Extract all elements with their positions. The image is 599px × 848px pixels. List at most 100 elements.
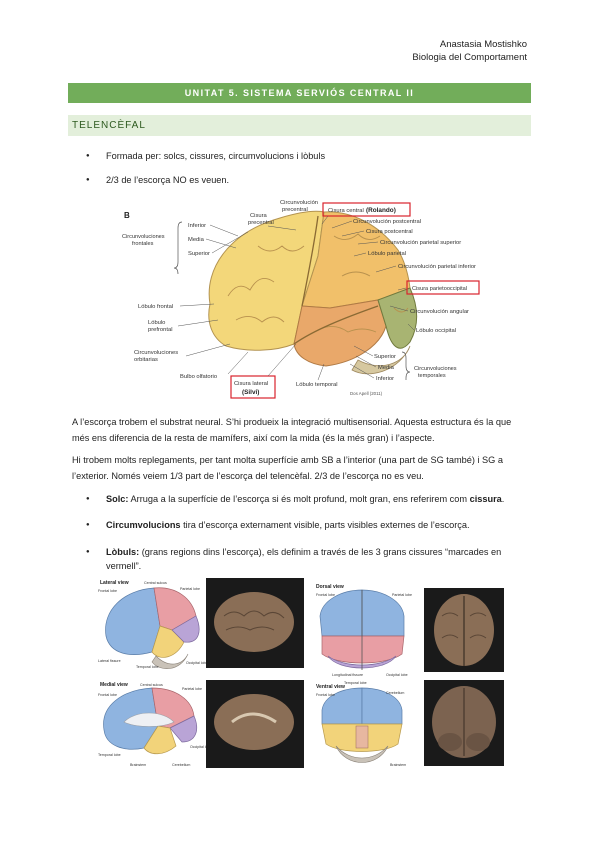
right-item-inferior: Inferior xyxy=(376,376,394,382)
panel-ventral-title: Ventral view xyxy=(316,684,345,690)
detail-bullet-list: Solc: Arruga a la superfície de l’escorç… xyxy=(86,493,526,573)
lat-label-central: Central sulcus xyxy=(144,581,167,585)
unit-banner: UNITAT 5. SISTEMA SERVIÓS CENTRAL II xyxy=(68,83,531,103)
lat-label-lateral: Lateral fissure xyxy=(98,659,121,663)
med-label-central: Central sulcus xyxy=(140,683,163,687)
figure-credit: Dos Apell (2011) xyxy=(350,391,383,396)
paragraph-2: Hi trobem molts replegaments, per tant m… xyxy=(72,455,503,481)
dor-label-occipital: Occipital lobe xyxy=(386,673,408,677)
left-group-label-2: frontales xyxy=(132,241,154,247)
left-item-media: Media xyxy=(188,237,205,243)
label-parietal-inferior: Circunvolución parietal inferior xyxy=(398,264,476,270)
label-parietal-superior: Circunvolución parietal superior xyxy=(380,240,461,246)
label-temporal-lobe: Lóbulo temporal xyxy=(296,382,338,388)
med-label-frontal: Frontal lobe xyxy=(98,693,117,697)
ventral-view-diagram xyxy=(321,687,403,763)
med-label-occipital: Occipital lobe xyxy=(190,745,212,749)
label-parietal-lobe: Lóbulo parietal xyxy=(368,251,406,257)
ven-label-cerebellum: Cerebellum xyxy=(386,691,404,695)
dorsal-view-diagram xyxy=(319,589,405,670)
panel-medial-title: Medial view xyxy=(100,682,128,688)
dor-label-frontal: Frontal lobe xyxy=(316,593,335,597)
photo-medial-brain xyxy=(214,694,294,750)
list-item: Solc: Arruga a la superfície de l’escorç… xyxy=(86,493,526,506)
list-item: Lòbuls: (grans regions dins l’escorça), … xyxy=(86,545,526,573)
med-label-brainstem: Brainstem xyxy=(130,763,146,767)
label-postcentral-circ: Circunvolución postcentral xyxy=(353,219,421,225)
lat-label-occipital: Occipital lobe xyxy=(186,661,208,665)
lat-label-temporal: Temporal lobe xyxy=(136,665,159,669)
right-group-label-2: temporales xyxy=(418,373,446,379)
label-frontal-lobe: Lóbulo frontal xyxy=(138,304,173,310)
label-precentral-cisura-1: Cisura xyxy=(250,213,268,219)
medial-view-diagram xyxy=(103,687,197,755)
text-lobuls: (grans regions dins l’escorça), els defi… xyxy=(106,547,502,571)
term-cissura: cissura xyxy=(469,494,502,504)
label-occipital-lobe: Lóbulo occipital xyxy=(416,328,456,334)
dor-label-longitudinal: Longitudinal fissure xyxy=(332,673,363,677)
paragraph-1: A l’escorça trobem el substrat neural. S… xyxy=(72,417,512,443)
label-rolando-a: Cisura central xyxy=(328,208,364,214)
ven-label-frontal: Frontal lobe xyxy=(316,693,335,697)
lat-label-frontal: Frontal lobe xyxy=(98,589,117,593)
brain-views-figure: Lateral view Central sulcus Frontal lobe… xyxy=(96,576,506,771)
brain-lateral-diagram: B Circunvoluciones frontales Inferior Me… xyxy=(118,196,500,408)
silvi-red-box xyxy=(230,375,276,399)
ven-label-temporal: Temporal lobe xyxy=(344,681,367,685)
label-silvi-b: (Silvi) xyxy=(242,389,259,396)
parietooccipital-red-box xyxy=(406,280,480,295)
dor-label-parietal: Parietal lobe xyxy=(392,593,412,597)
course-name: Biologia del Comportament xyxy=(412,52,527,63)
label-orbital-1: Circunvoluciones xyxy=(134,350,178,356)
left-group-label-1: Circunvoluciones xyxy=(122,234,165,240)
brain-gyri-texture xyxy=(227,233,409,333)
label-precentral-cisura-2: precentral xyxy=(248,220,274,226)
ven-label-brainstem: Brainstem xyxy=(390,763,406,767)
label-rolando-b: (Rolando) xyxy=(366,207,396,214)
label-angular: Circunvolución angular xyxy=(410,309,469,315)
list-item: Circumvolucions tira d’escorça extername… xyxy=(86,519,526,532)
term-solc: Solc: xyxy=(106,494,129,504)
brain-occipital-lobe xyxy=(377,287,418,349)
label-parietooccipital: Cisura parietooccipital xyxy=(412,286,467,292)
label-prefrontal-2: prefrontal xyxy=(148,327,173,333)
right-item-superior: Superior xyxy=(374,354,396,360)
med-label-temporal: Temporal lobe xyxy=(98,753,121,757)
panel-dorsal-title: Dorsal view xyxy=(316,584,344,590)
text-solc: Arruga a la superfície de l’escorça si é… xyxy=(128,494,470,504)
med-label-cerebellum: Cerebellum xyxy=(172,763,190,767)
left-brace xyxy=(173,221,183,275)
label-prefrontal-1: Lóbulo xyxy=(148,320,165,326)
right-group-label-1: Circunvoluciones xyxy=(414,366,457,372)
right-brace xyxy=(401,351,411,380)
rolando-red-box xyxy=(322,202,411,217)
photo-lateral-brain xyxy=(214,592,294,652)
author-name: Anastasia Mostishko xyxy=(439,39,527,50)
label-orbital-2: orbitarias xyxy=(134,357,158,363)
lat-label-parietal: Parietal lobe xyxy=(180,587,200,591)
left-item-superior: Superior xyxy=(188,251,210,257)
panel-lateral-title: Lateral view xyxy=(100,580,129,586)
term-lobuls: Lòbuls: xyxy=(106,547,140,557)
lateral-view-diagram xyxy=(105,587,200,669)
text-circumvolucions: tira d’escorça externament visible, part… xyxy=(180,520,470,530)
label-precentral-circ-2: precentral xyxy=(282,207,308,213)
tail-solc: . xyxy=(501,494,505,504)
med-label-parietal: Parietal lobe xyxy=(182,687,202,691)
left-item-inferior: Inferior xyxy=(188,223,206,229)
right-item-media: Media xyxy=(378,365,395,371)
label-silvi-a: Cisura lateral xyxy=(234,381,268,387)
list-item: 2/3 de l’escorça NO es veuen. xyxy=(86,174,526,187)
label-olfactory-bulb: Bulbo olfatorio xyxy=(180,374,217,380)
label-postcentral-cisura: Cisura postcentral xyxy=(366,229,413,235)
page-header: Anastasia Mostishko Biologia del Comport… xyxy=(412,38,527,64)
central-sulcus-line xyxy=(301,215,319,307)
figure-letter: B xyxy=(124,211,130,220)
lateral-fissure-line xyxy=(293,305,379,345)
cerebellum-shape xyxy=(351,345,411,375)
section-title: TELENCÈFAL xyxy=(68,115,531,136)
label-precentral-circ-1: Circunvolución xyxy=(280,200,318,206)
list-item: Formada per: solcs, cissures, circumvolu… xyxy=(86,150,526,163)
term-circumvolucions: Circumvolucions xyxy=(106,520,181,530)
intro-bullet-list: Formada per: solcs, cissures, circumvolu… xyxy=(86,150,526,187)
